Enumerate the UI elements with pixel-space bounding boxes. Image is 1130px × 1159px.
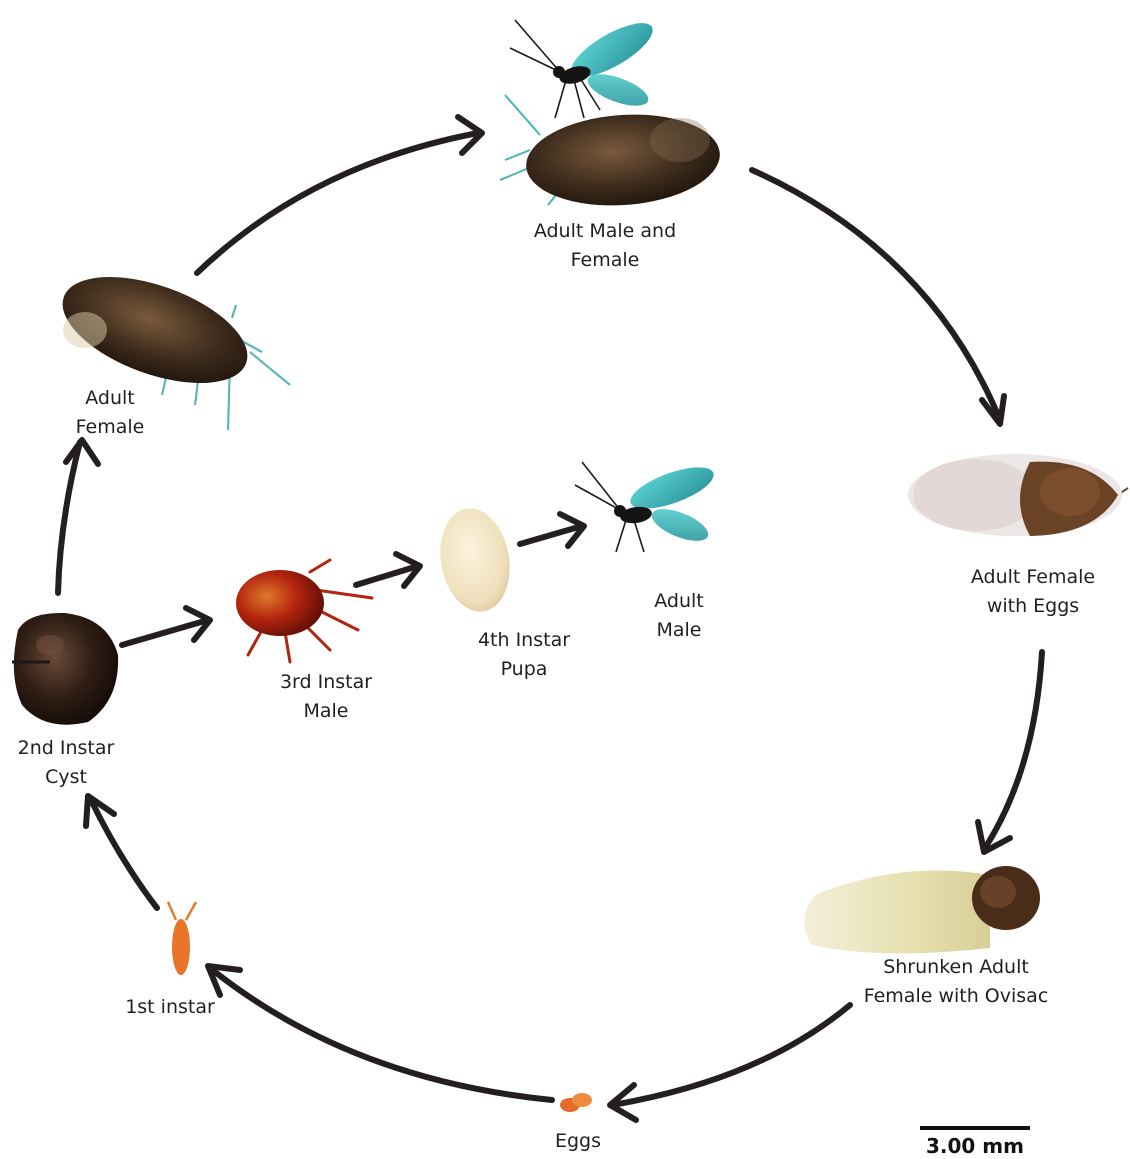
adult-male-top-image — [510, 13, 660, 118]
adult-female-with-eggs-image — [908, 454, 1128, 536]
scale-bar-label: 3.00 mm — [926, 1134, 1024, 1158]
label-eggs: Eggs — [528, 1127, 628, 1156]
label-adult-female: Adult Female — [60, 384, 160, 442]
arrow-eggs-to-first-instar — [208, 966, 552, 1100]
adult-female-mating-image — [500, 95, 723, 212]
eggs-image — [560, 1093, 592, 1112]
arrow-first-instar-to-cyst — [86, 796, 157, 908]
label-fourth-instar-pupa: 4th Instar Pupa — [464, 626, 584, 684]
arrow-pupa-to-adult-male — [520, 514, 584, 546]
arrow-shrunken-to-eggs — [610, 1005, 850, 1120]
label-shrunken-female-ovisac: Shrunken Adult Female with Ovisac — [856, 953, 1056, 1011]
label-first-instar: 1st instar — [110, 993, 230, 1022]
label-second-instar-cyst: 2nd Instar Cyst — [6, 734, 126, 792]
second-instar-cyst-image — [12, 613, 118, 725]
third-instar-male-image — [236, 560, 372, 662]
fourth-instar-pupa-image — [432, 503, 517, 617]
arrow-mating-to-gravid — [752, 170, 1004, 424]
label-adult-male-and-female: Adult Male and Female — [505, 217, 705, 275]
arrow-cyst-to-third-instar — [122, 608, 210, 645]
shrunken-female-ovisac-image — [804, 866, 1040, 953]
label-third-instar-male: 3rd Instar Male — [266, 668, 386, 726]
label-adult-female-with-eggs: Adult Female with Eggs — [933, 563, 1130, 621]
first-instar-image — [168, 902, 196, 975]
arrow-third-instar-to-pupa — [356, 554, 420, 586]
label-adult-male: Adult Male — [629, 587, 729, 645]
arrow-gravid-to-shrunken — [978, 652, 1042, 852]
arrow-adult-female-to-mating — [197, 117, 482, 273]
arrow-cyst-to-adult-female — [58, 440, 98, 593]
adult-male-inner-image — [575, 459, 718, 552]
